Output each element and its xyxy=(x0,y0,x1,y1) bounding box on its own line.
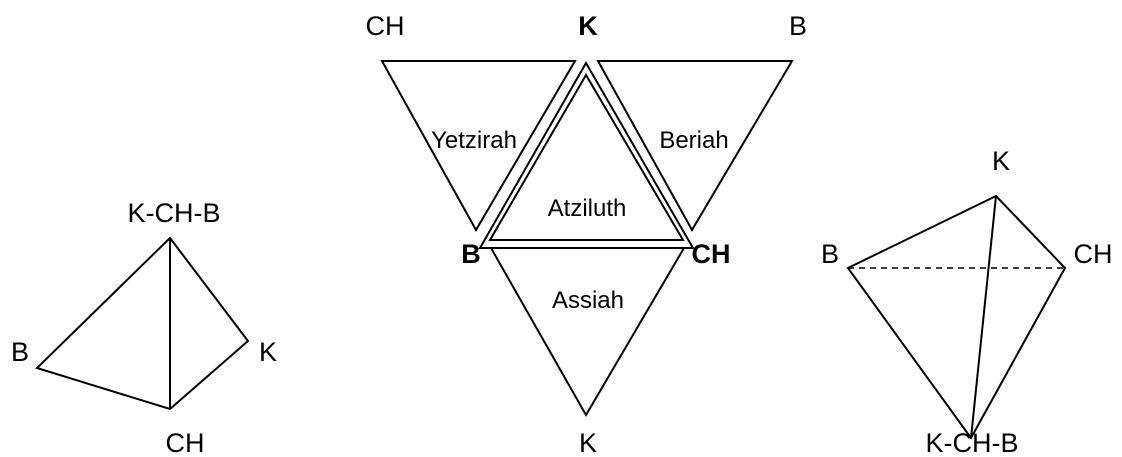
right-tetrahedron: K B CH K-CH-B xyxy=(821,146,1113,457)
center-top-right-label: B xyxy=(789,11,807,41)
left-left-label: B xyxy=(11,337,29,367)
beriah-label: Beriah xyxy=(659,127,728,154)
left-apex-label: K-CH-B xyxy=(128,198,221,228)
yetzirah-label: Yetzirah xyxy=(431,127,517,154)
center-top-center-label: K xyxy=(578,11,598,41)
right-top-label: K xyxy=(992,146,1010,176)
assiah-label: Assiah xyxy=(552,287,624,314)
atziluth-label: Atziluth xyxy=(548,195,627,222)
right-tetrahedron-front-edge xyxy=(970,195,997,439)
right-bottom-label: K-CH-B xyxy=(926,428,1019,457)
right-tetrahedron-outline xyxy=(846,194,1067,440)
beriah-triangle xyxy=(596,60,794,233)
assiah-triangle xyxy=(489,247,686,417)
atziluth-inner-border xyxy=(488,73,685,241)
left-tetrahedron: K-CH-B B K CH xyxy=(11,198,277,457)
left-tetrahedron-outline xyxy=(35,236,250,411)
yetzirah-triangle xyxy=(380,60,577,233)
right-left-label: B xyxy=(821,239,839,269)
left-bottom-label: CH xyxy=(166,428,205,457)
center-mid-right-label: CH xyxy=(692,239,731,269)
center-bottom-label: K xyxy=(579,428,597,457)
center-worlds-figure: Yetzirah Beriah Atziluth Assiah CH K B B… xyxy=(366,11,808,457)
left-right-label: K xyxy=(259,337,277,367)
center-mid-left-label: B xyxy=(461,239,481,269)
right-right-label: CH xyxy=(1074,239,1113,269)
center-top-left-label: CH xyxy=(366,11,405,41)
